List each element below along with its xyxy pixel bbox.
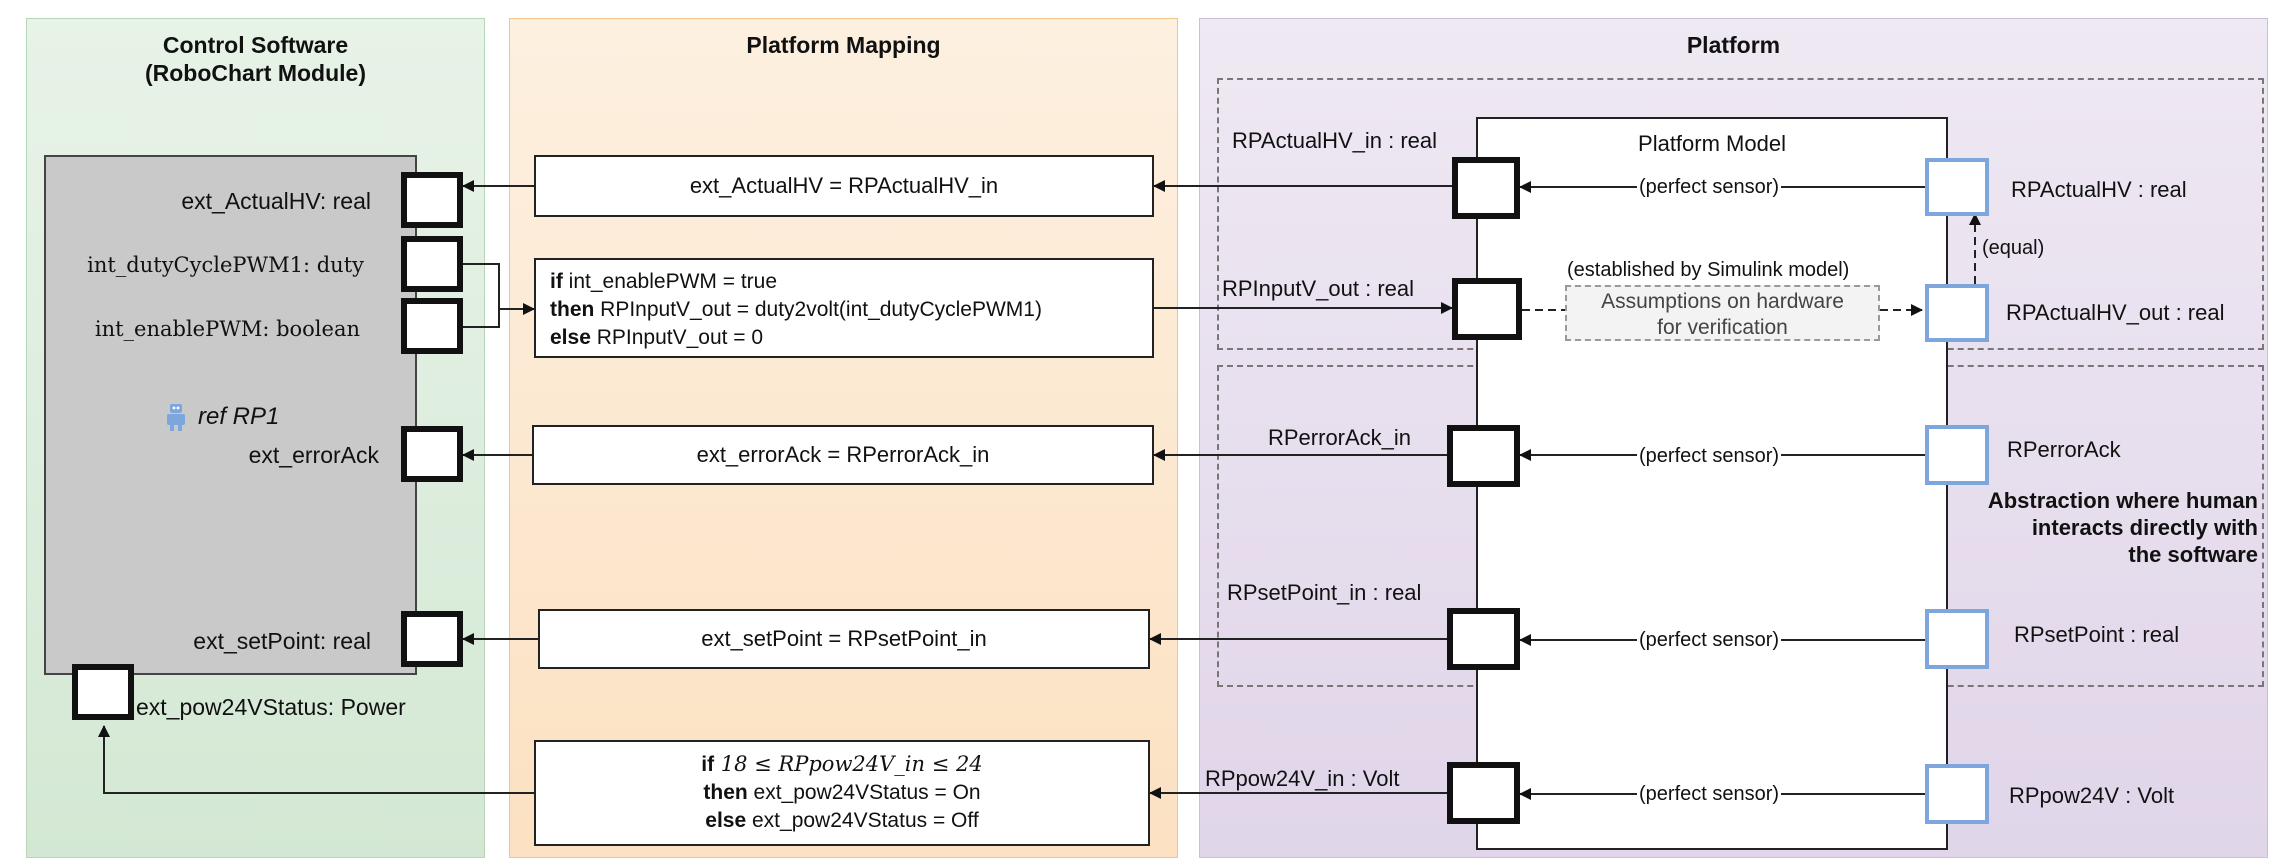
label-ext-setpoint: ext_setPoint: real — [193, 628, 371, 654]
control-lane-title: Control Software (RoboChart Module) — [144, 32, 366, 86]
mapping-errorack-text: ext_errorAck = RPerrorAck_in — [696, 442, 990, 467]
platform-model-title: Platform Model — [1638, 131, 1786, 156]
label-int-enablepwm: int_enablePWM: boolean — [94, 317, 360, 341]
mapping-setpoint[interactable]: ext_setPoint = RPsetPoint_in — [538, 609, 1150, 669]
label-perfect-sensor-pow: (perfect sensor) — [1637, 782, 1782, 806]
mapping-pwm-line2: then RPInputV_out = duty2volt(int_dutyCy… — [550, 298, 1042, 321]
label-rpactualhv-out: RPActualHV_out : real — [2006, 300, 2225, 325]
mapping-setpoint-text: ext_setPoint = RPsetPoint_in — [701, 626, 987, 651]
port-rpsetpoint-in[interactable] — [1447, 608, 1520, 670]
label-rpactualhv-in: RPActualHV_in : real — [1232, 128, 1438, 153]
label-perfect-sensor-errorack: (perfect sensor) — [1637, 444, 1782, 468]
port-rpsetpoint[interactable] — [1925, 609, 1989, 669]
port-int-enablepwm[interactable] — [401, 298, 463, 354]
mapping-pow-line1: if 18 ≤ RPpow24V_in ≤ 24 — [701, 752, 983, 776]
label-rpactualhv: RPActualHV : real — [2011, 177, 2187, 202]
label-rperrorack: RPerrorAck — [2007, 437, 2121, 462]
wire-pow-to-status — [98, 725, 534, 794]
port-rpinputv-out[interactable] — [1452, 278, 1522, 340]
port-ext-actualhv[interactable] — [401, 172, 463, 228]
wire-duty-merge — [463, 263, 500, 309]
robochart-module-block[interactable] — [44, 155, 417, 675]
label-ext-errorack: ext_errorAck — [248, 442, 379, 468]
mapping-pow24v[interactable]: if 18 ≤ RPpow24V_in ≤ 24 then ext_pow24V… — [534, 740, 1150, 846]
robot-icon — [164, 402, 188, 432]
port-rperrorack-in[interactable] — [1447, 425, 1520, 487]
port-ext-setpoint[interactable] — [401, 611, 463, 667]
label-ext-actualhv: ext_ActualHV: real — [181, 188, 371, 214]
port-int-dutycycle[interactable] — [401, 236, 463, 292]
label-perfect-sensor-setpoint: (perfect sensor) — [1637, 628, 1782, 652]
ref-rp1[interactable]: ref RP1 — [164, 402, 279, 432]
label-ext-pow24vstatus: ext_pow24VStatus: Power — [136, 694, 406, 720]
port-rperrorack[interactable] — [1925, 425, 1989, 485]
mapping-pow-line3: else ext_pow24VStatus = Off — [705, 809, 979, 832]
label-rppow24v: RPpow24V : Volt — [2009, 783, 2175, 808]
port-rppow24v[interactable] — [1925, 764, 1989, 824]
mapping-pow-line2: then ext_pow24VStatus = On — [703, 781, 981, 804]
platform-lane-title: Platform — [1686, 32, 1781, 58]
mapping-lane-title: Platform Mapping — [746, 32, 941, 58]
port-rpactualhv-out[interactable] — [1925, 284, 1989, 342]
label-rpsetpoint-in: RPsetPoint_in : real — [1227, 580, 1422, 605]
label-rpsetpoint: RPsetPoint : real — [2014, 622, 2180, 647]
label-rperrorack-in: RPerrorAck_in — [1268, 425, 1412, 450]
label-rpinputv-out: RPInputV_out : real — [1222, 276, 1415, 301]
port-ext-pow24vstatus[interactable] — [72, 664, 134, 720]
wire-enable-merge — [463, 309, 500, 328]
abstraction-note: Abstraction where human interacts direct… — [1987, 488, 2258, 567]
mapping-errorack[interactable]: ext_errorAck = RPerrorAck_in — [532, 425, 1154, 485]
label-established-by-simulink: (established by Simulink model) — [1567, 259, 1850, 281]
label-equal: (equal) — [1982, 237, 2045, 259]
mapping-pwm[interactable]: if int_enablePWM = true then RPInputV_ou… — [534, 258, 1154, 358]
label-rppow24v-in: RPpow24V_in : Volt — [1205, 766, 1400, 791]
label-perfect-sensor-actualhv: (perfect sensor) — [1637, 175, 1782, 199]
ref-rp1-label: ref RP1 — [198, 403, 280, 430]
port-rpactualhv-in[interactable] — [1452, 157, 1520, 219]
port-ext-erroack[interactable] — [401, 426, 463, 482]
platform-model-block[interactable]: Platform Model — [1476, 117, 1948, 850]
mapping-pwm-line3: else RPInputV_out = 0 — [550, 326, 764, 349]
port-rppow24v-in[interactable] — [1447, 762, 1520, 824]
mapping-actualhv-text: ext_ActualHV = RPActualHV_in — [689, 173, 999, 198]
hardware-assumptions-box[interactable]: Assumptions on hardware for verification — [1565, 285, 1880, 341]
mapping-pwm-line1: if int_enablePWM = true — [550, 270, 778, 293]
label-int-dutycycle: int_dutyCyclePWM1: duty — [87, 253, 364, 277]
mapping-actualhv[interactable]: ext_ActualHV = RPActualHV_in — [534, 155, 1154, 217]
port-rpactualhv[interactable] — [1925, 158, 1989, 216]
